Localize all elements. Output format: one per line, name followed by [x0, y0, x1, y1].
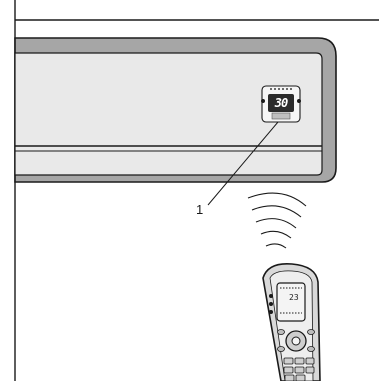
remote-button-right-top — [307, 329, 315, 335]
remote-center-button — [291, 336, 301, 346]
signal-wave-4 — [260, 230, 292, 239]
remote-lcd — [276, 282, 306, 322]
remote-key-6 — [305, 366, 315, 374]
ir-receiver — [271, 112, 291, 120]
indicator-led-right — [297, 99, 301, 103]
unit-temperature-display: 30 — [274, 96, 288, 110]
signal-wave-2 — [251, 205, 302, 218]
remote-side-button-1 — [269, 294, 273, 298]
remote-button-left-top — [277, 329, 285, 335]
remote-key-2 — [294, 357, 305, 365]
signal-waves — [247, 192, 307, 249]
remote-button-left-bottom — [277, 346, 285, 352]
indoor-unit-front-panel — [14, 52, 323, 176]
indoor-unit — [14, 37, 337, 183]
signal-wave-3 — [255, 218, 297, 229]
remote-key-3 — [305, 357, 315, 365]
remote-side-button-2 — [269, 302, 273, 306]
remote-key-1 — [283, 357, 294, 365]
remote-side-button-3 — [269, 310, 273, 314]
remote-key-7 — [284, 374, 295, 381]
indicator-led-left — [261, 99, 265, 103]
remote-temperature-display: 23 — [289, 293, 299, 302]
remote-controller — [262, 262, 321, 381]
remote-key-5 — [294, 366, 305, 374]
signal-wave-5 — [265, 243, 287, 249]
remote-key-4 — [283, 366, 294, 374]
remote-key-8 — [295, 374, 306, 381]
callout-leader-line — [207, 121, 279, 206]
callout-label: 1 — [196, 202, 204, 217]
remote-button-right-bottom — [307, 346, 315, 352]
signal-wave-1 — [247, 192, 307, 207]
display-screen — [268, 94, 294, 112]
